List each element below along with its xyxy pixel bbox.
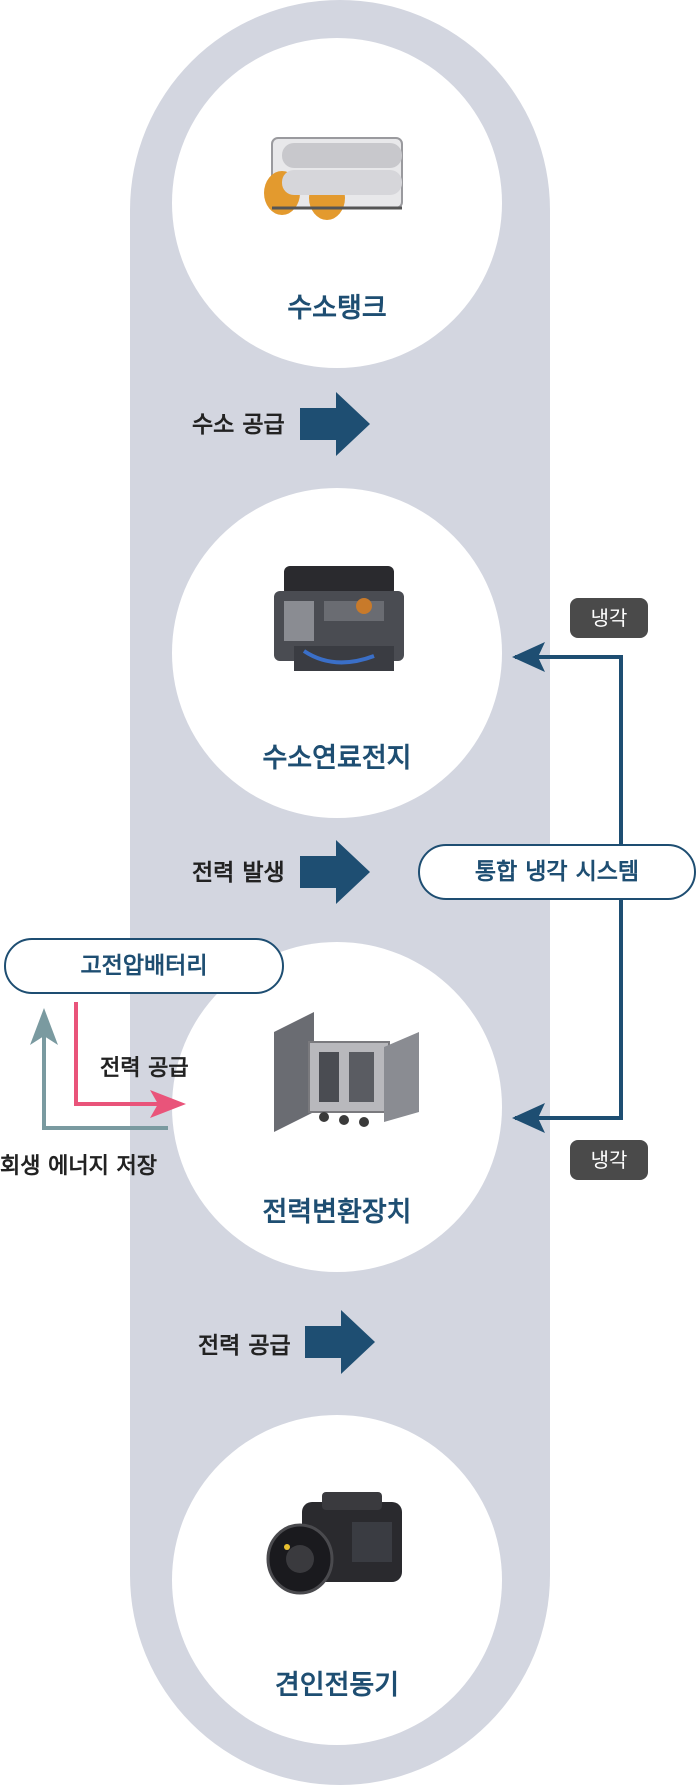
flow-hydrogen-supply-label: 수소 공급 <box>192 412 285 438</box>
flow-power-generation-label: 전력 발생 <box>192 860 285 886</box>
cooling-line-top <box>515 655 623 845</box>
high-voltage-battery-box: 고전압배터리 <box>4 938 284 994</box>
regen-energy-label: 회생 에너지 저장 <box>0 1154 157 1179</box>
node-power-converter: 전력변환장치 <box>172 942 502 1272</box>
cooling-arrowhead-bottom <box>512 1103 545 1133</box>
regen-arrowhead <box>30 1008 58 1045</box>
node-hydrogen-tank: 수소탱크 <box>172 38 502 368</box>
traction-motor-icon <box>266 1492 402 1595</box>
battery-supply-label: 전력 공급 <box>100 1056 189 1081</box>
flow-arrow-2 <box>300 840 370 904</box>
flow-arrow-1 <box>300 392 370 456</box>
node-traction-motor: 견인전동기 <box>172 1415 502 1745</box>
node-fuel-cell: 수소연료전지 <box>172 488 502 818</box>
cooling-tag-top: 냉각 <box>570 598 648 638</box>
cooling-tag-bottom: 냉각 <box>570 1140 648 1180</box>
fuel-cell-label: 수소연료전지 <box>262 743 412 774</box>
battery-supply-line <box>74 1002 165 1106</box>
cooling-line-bottom <box>515 900 623 1120</box>
hydrogen-tank-icon <box>264 137 403 220</box>
tank-label: 수소탱크 <box>287 293 387 324</box>
fuel-cell-icon <box>274 566 404 671</box>
regen-line <box>42 1022 168 1130</box>
power-converter-icon <box>274 1012 419 1132</box>
cooling-arrowhead-top <box>512 642 545 672</box>
converter-label: 전력변환장치 <box>262 1197 412 1228</box>
motor-label: 견인전동기 <box>274 1670 400 1701</box>
flow-arrow-3 <box>305 1310 375 1374</box>
integrated-cooling-system-box: 통합 냉각 시스템 <box>418 844 696 900</box>
flow-power-supply-label: 전력 공급 <box>198 1333 291 1359</box>
battery-supply-arrowhead <box>150 1090 186 1118</box>
